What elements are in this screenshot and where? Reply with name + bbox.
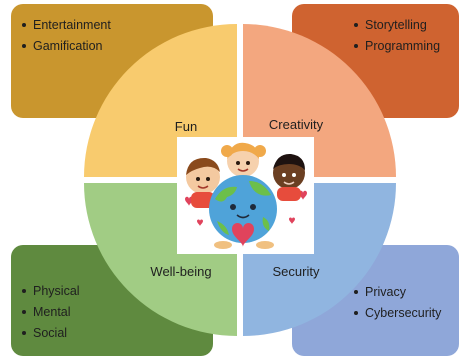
list-item: Privacy <box>354 282 459 303</box>
item-text: Mental <box>33 305 71 319</box>
bullet-icon <box>22 330 26 335</box>
list-item: Programming <box>354 36 459 57</box>
list-item: Entertainment <box>22 15 213 36</box>
item-text: Programming <box>365 39 441 53</box>
bullet-icon <box>354 289 358 294</box>
list-item: Physical <box>22 281 213 302</box>
list-item: Storytelling <box>354 15 459 36</box>
item-text: Physical <box>33 284 80 298</box>
label-fun: Fun <box>175 119 197 134</box>
item-text: Gamification <box>33 39 103 53</box>
bullet-icon <box>354 43 358 48</box>
item-text: Storytelling <box>365 18 427 32</box>
label-wellbeing: Well-being <box>150 264 211 279</box>
bullet-icon <box>22 22 26 27</box>
children-hugging-earth-icon <box>177 137 314 254</box>
item-text: Social <box>33 326 68 340</box>
list-item: Mental <box>22 302 213 323</box>
bullet-icon <box>22 309 26 314</box>
bullet-icon <box>22 43 26 48</box>
item-text: Entertainment <box>33 18 111 32</box>
label-security: Security <box>273 264 320 279</box>
list-item: Gamification <box>22 36 213 57</box>
label-creativity: Creativity <box>269 117 324 132</box>
item-text: Cybersecurity <box>365 306 442 320</box>
list-item: Social <box>22 323 213 344</box>
bullet-icon <box>354 22 358 27</box>
item-text: Privacy <box>365 285 406 299</box>
bullet-icon <box>354 310 358 315</box>
list-item: Cybersecurity <box>354 303 459 324</box>
bullet-icon <box>22 288 26 293</box>
